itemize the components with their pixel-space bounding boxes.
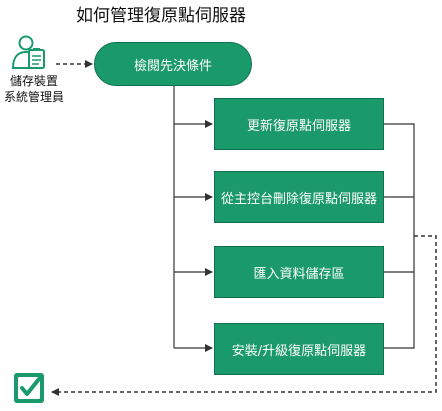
task-update-rps: 更新復原點伺服器 (214, 98, 384, 150)
task-label: 安裝/升級復原點伺服器 (231, 343, 367, 359)
task-install-upgrade-rps: 安裝/升級復原點伺服器 (214, 323, 384, 375)
task-label: 更新復原點伺服器 (246, 118, 351, 134)
start-node-label: 檢閱先決條件 (133, 58, 212, 74)
task-import-datastore: 匯入資料儲存區 (214, 246, 384, 298)
user-with-clipboard-icon (9, 34, 49, 74)
diagram-title: 如何管理復原點伺服器 (76, 6, 246, 26)
start-node: 檢閱先決條件 (94, 42, 252, 86)
checkbox-check-icon (11, 370, 47, 406)
actor-label-line2: 系統管理員 (3, 90, 64, 104)
task-label: 從主控台刪除復原點伺服器 (220, 191, 377, 207)
task-label: 匯入資料儲存區 (253, 266, 345, 282)
actor-label: 儲存裝置 系統管理員 (0, 73, 68, 105)
end-return-arrow (51, 235, 437, 396)
actor-label-line1: 儲存裝置 (9, 74, 58, 88)
task-delete-rps: 從主控台刪除復原點伺服器 (214, 171, 384, 223)
collector-line (384, 123, 415, 349)
